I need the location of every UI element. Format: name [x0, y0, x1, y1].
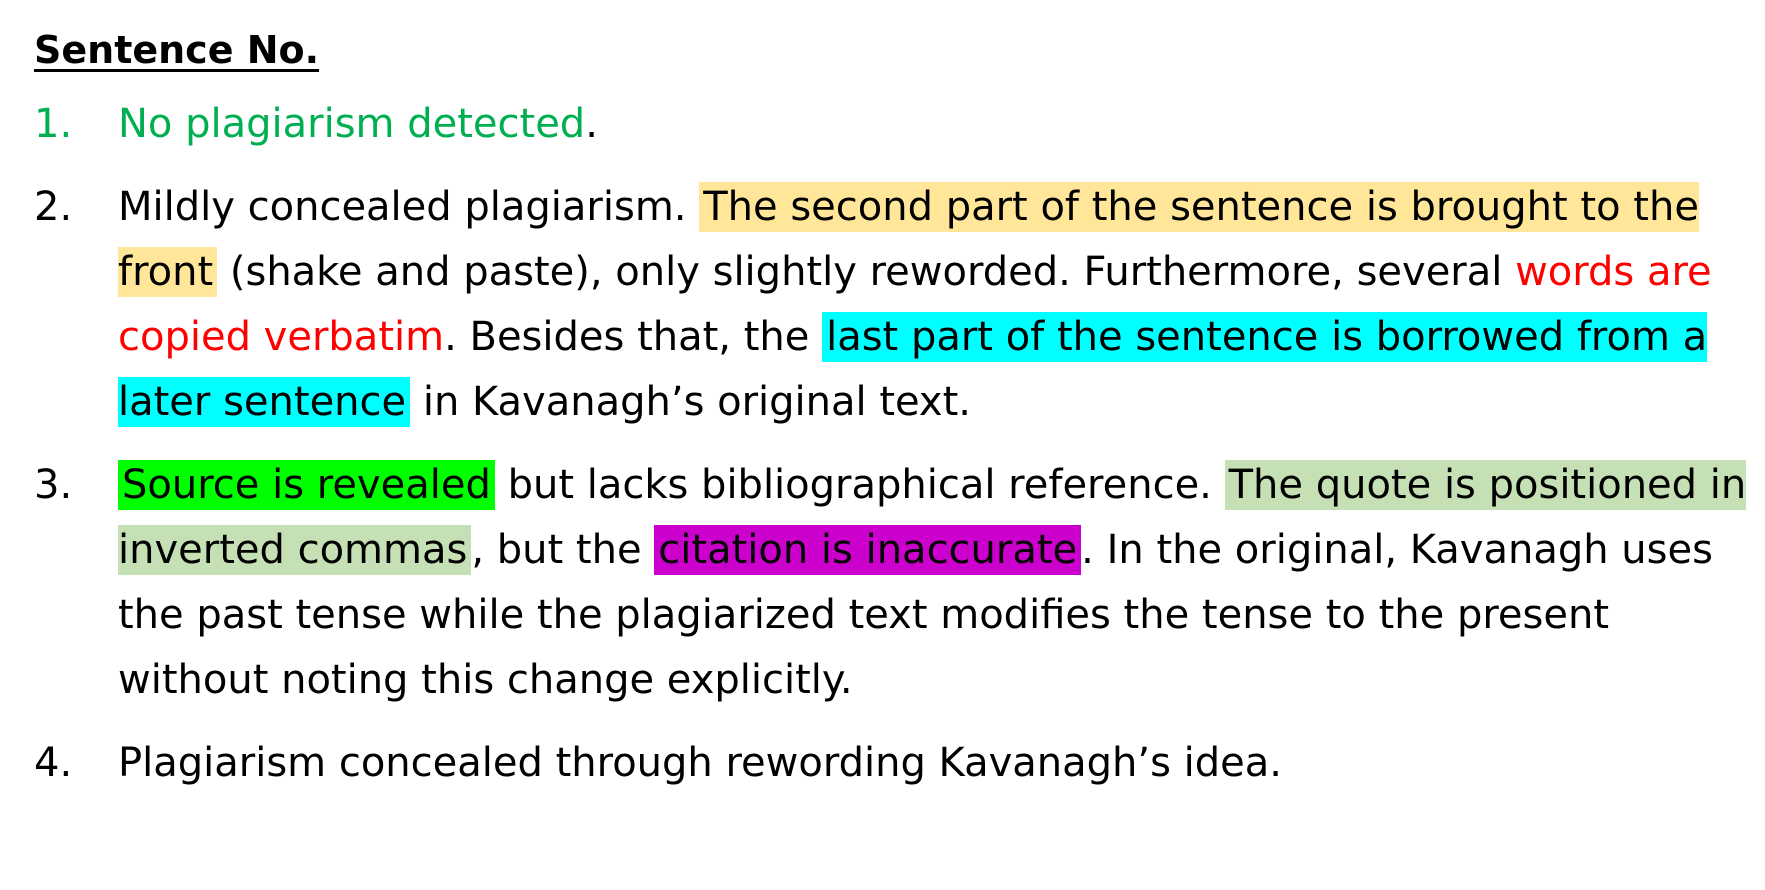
item-text: Plagiarism concealed through rewording K… — [118, 731, 1758, 796]
item-number: 4. — [34, 740, 73, 786]
text-segment: (shake and paste), only slightly reworde… — [217, 249, 1516, 295]
text-segment: . Besides that, the — [444, 314, 823, 360]
text-segment: . — [585, 101, 598, 147]
list-item-2: 2. Mildly concealed plagiarism. The seco… — [34, 175, 1765, 435]
heading: Sentence No. — [34, 28, 320, 72]
list-item-3: 3. Source is revealed but lacks bibliogr… — [34, 453, 1765, 713]
item-text: No plagiarism detected. — [118, 92, 1758, 157]
item-number: 1. — [34, 101, 73, 147]
item-number: 3. — [34, 462, 73, 508]
text-segment: Plagiarism concealed through rewording K… — [118, 740, 1282, 786]
text-segment: . In the original, Kavanagh uses the pas… — [118, 527, 1713, 703]
list-item-1: 1. No plagiarism detected. — [34, 92, 1765, 157]
red-text-segment: words are copied verbatim — [118, 249, 1712, 360]
highlight-lime: Source is revealed — [118, 460, 495, 510]
text-segment: Mildly concealed plagiarism. — [118, 184, 700, 230]
list-item-4: 4. Plagiarism concealed through rewordin… — [34, 731, 1765, 796]
item-number: 2. — [34, 184, 73, 230]
text-segment: in Kavanagh’s original text. — [410, 379, 972, 425]
item-text: Source is revealed but lacks bibliograph… — [118, 453, 1758, 713]
item-text: Mildly concealed plagiarism. The second … — [118, 175, 1758, 435]
sentence-list: 1. No plagiarism detected. 2. Mildly con… — [34, 92, 1765, 796]
text-segment: but lacks bibliographical reference. — [494, 462, 1225, 508]
text-segment: , but the — [471, 527, 655, 573]
no-plagiarism-label: No plagiarism detected — [118, 101, 586, 147]
highlight-magenta: citation is inaccurate — [654, 525, 1082, 575]
